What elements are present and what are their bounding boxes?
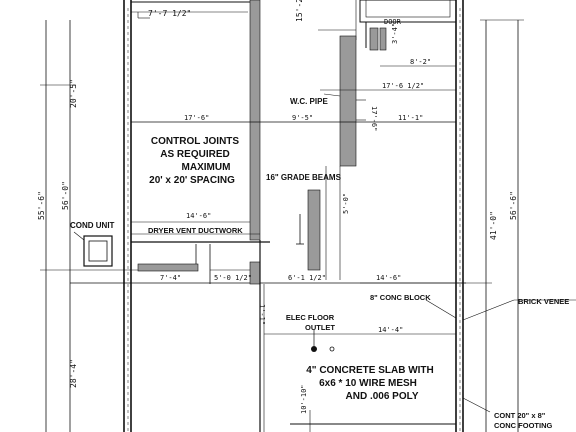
door-label: DOOR bbox=[384, 18, 402, 26]
slab-line-2: 6x6 * 10 WIRE MESH bbox=[319, 378, 417, 389]
dim-55-6: 55'-6" bbox=[37, 191, 46, 220]
top-wing bbox=[131, 0, 457, 67]
dim-1-1: 1'-1" bbox=[258, 304, 266, 325]
dim-6-1-1-2: 6'-1 1/2" bbox=[288, 274, 326, 282]
dim-17-6-left: 17'-6" bbox=[184, 114, 209, 122]
dimension-labels: 7'-7 1/2" 15'-2" 3'-4" 8'-2" 17'-6 1/2" … bbox=[37, 0, 518, 414]
exterior-walls bbox=[123, 0, 464, 432]
dim-17-6-1-2: 17'-6 1/2" bbox=[382, 82, 424, 90]
brick-veneer-label: BRICK VENEE bbox=[518, 297, 569, 306]
dim-28-4: 28'-4" bbox=[69, 359, 78, 388]
cond-unit-label: COND UNIT bbox=[70, 221, 115, 230]
dryer-vent-label: DRYER VENT DUCTWORK bbox=[148, 226, 243, 235]
interior-lines bbox=[131, 89, 456, 432]
control-joints-line-1: CONTROL JOINTS bbox=[151, 136, 239, 147]
dim-56-6: 56'-6" bbox=[509, 191, 518, 220]
dim-41-0: 41'-0" bbox=[489, 211, 498, 240]
footing-label-2: CONC FOOTING bbox=[494, 421, 552, 430]
dim-3-4: 3'-4" bbox=[391, 23, 399, 44]
right-dimension-lines bbox=[360, 19, 524, 432]
dim-17-6: 17'-6" bbox=[370, 106, 378, 131]
dim-5-0: 5'-0" bbox=[342, 193, 350, 214]
dim-7-4: 7'-4" bbox=[160, 274, 181, 282]
elec-floor-outlet-symbol bbox=[311, 330, 335, 352]
cond-unit-pad bbox=[83, 235, 113, 267]
dim-9-5: 9'-5" bbox=[292, 114, 313, 122]
dim-14-6-a: 14'-6" bbox=[186, 212, 211, 220]
dim-20-5: 20'-5" bbox=[69, 79, 78, 108]
leader-lines bbox=[73, 93, 576, 413]
conc-block-label: 8" CONC BLOCK bbox=[370, 293, 431, 302]
dim-56-0: 56'-0" bbox=[61, 181, 70, 210]
dim-14-6-b: 14'-6" bbox=[376, 274, 401, 282]
elec-floor-label-1: ELEC FLOOR bbox=[286, 313, 335, 322]
dim-11-1: 11'-1" bbox=[398, 114, 423, 122]
elec-floor-label-2: OUTLET bbox=[305, 323, 335, 332]
annotation-labels: DOOR W.C. PIPE CONTROL JOINTS AS REQUIRE… bbox=[70, 18, 569, 430]
control-joints-line-4: 20' x 20' SPACING bbox=[149, 175, 235, 186]
grade-beams-hatched bbox=[137, 0, 387, 285]
dim-8-2: 8'-2" bbox=[410, 58, 431, 66]
slab-line-3: AND .006 POLY bbox=[346, 391, 419, 402]
dim-10-10: 10'-10" bbox=[300, 384, 308, 414]
dim-5-0-1-2: 5'-0 1/2" bbox=[214, 274, 252, 282]
grade-beams-label: 16" GRADE BEAMS bbox=[266, 173, 342, 182]
footing-label-1: CONT 20" x 8" bbox=[494, 411, 546, 420]
control-joints-line-3: MAXIMUM bbox=[182, 162, 231, 173]
dim-14-4: 14'-4" bbox=[378, 326, 403, 334]
dim-15-2: 15'-2" bbox=[295, 0, 304, 22]
slab-line-1: 4" CONCRETE SLAB WITH bbox=[306, 365, 434, 376]
dim-7-7-1-2: 7'-7 1/2" bbox=[148, 9, 191, 18]
control-joints-line-2: AS REQUIRED bbox=[160, 149, 229, 160]
wc-pipe-label: W.C. PIPE bbox=[290, 97, 328, 106]
